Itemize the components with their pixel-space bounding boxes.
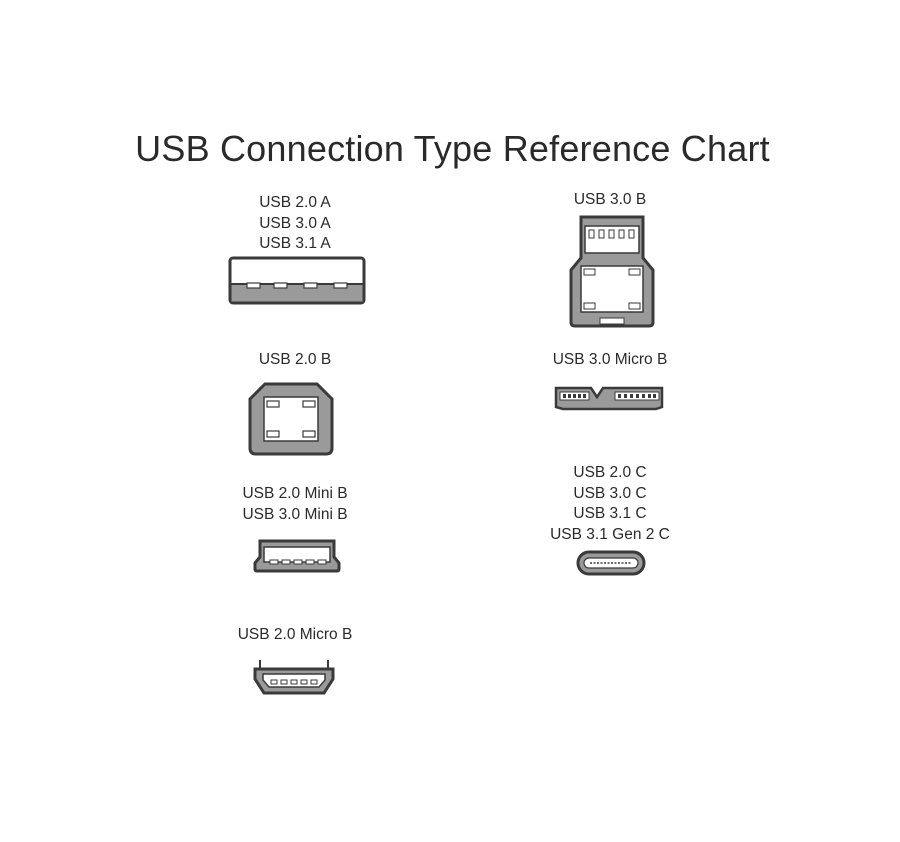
usb-a-label: USB 2.0 A USB 3.0 A USB 3.1 A bbox=[215, 193, 375, 255]
label-line: USB 2.0 Micro B bbox=[237, 626, 353, 643]
usb3-micro-b-label: USB 3.0 Micro B bbox=[510, 350, 710, 371]
label-line: USB 2.0 C bbox=[573, 464, 647, 481]
label-line: USB 3.0 B bbox=[573, 191, 647, 208]
usb3-b-label: USB 3.0 B bbox=[530, 190, 690, 211]
usb3-b-connector-icon bbox=[569, 215, 655, 328]
label-line: USB 3.1 Gen 2 C bbox=[550, 525, 670, 543]
usb-c-connector-icon bbox=[576, 550, 646, 576]
usb2-b-label: USB 2.0 B bbox=[215, 350, 375, 371]
micro-b-label: USB 2.0 Micro B bbox=[205, 625, 385, 646]
label-line: USB 3.0 A bbox=[259, 214, 331, 232]
label-line: USB 3.1 A bbox=[259, 235, 331, 252]
usb-mini-b-connector-icon bbox=[253, 539, 341, 573]
label-line: USB 3.0 Mini B bbox=[242, 505, 348, 523]
usb-a-connector-icon bbox=[228, 256, 366, 305]
chart-title: USB Connection Type Reference Chart bbox=[135, 128, 770, 169]
label-line: USB 2.0 Mini B bbox=[242, 485, 348, 502]
label-line: USB 3.0 C bbox=[573, 484, 647, 502]
label-line: USB 2.0 A bbox=[259, 194, 331, 211]
label-line: USB 3.0 Micro B bbox=[552, 351, 668, 368]
label-line: USB 2.0 B bbox=[258, 351, 332, 368]
usb-micro-b-connector-icon bbox=[253, 660, 335, 695]
mini-b-label: USB 2.0 Mini B USB 3.0 Mini B bbox=[205, 484, 385, 525]
usb-b-connector-icon bbox=[248, 382, 334, 456]
usb-c-label: USB 2.0 C USB 3.0 C USB 3.1 C USB 3.1 Ge… bbox=[510, 463, 710, 545]
label-line: USB 3.1 C bbox=[573, 505, 647, 522]
usb3-micro-b-connector-icon bbox=[554, 386, 664, 411]
